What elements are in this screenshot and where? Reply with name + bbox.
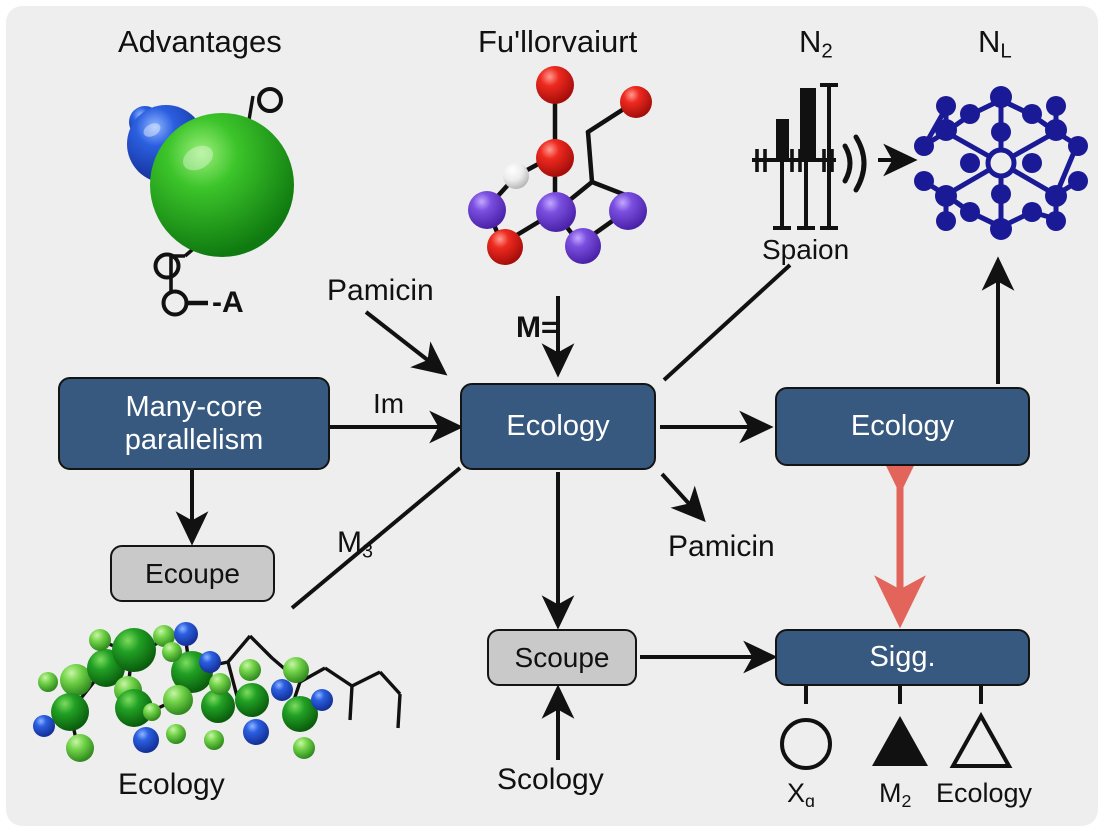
box-scoupe-label: Scoupe — [514, 641, 610, 673]
legend-label-0: Xɑ — [787, 780, 815, 811]
heading-n2: N2 — [799, 26, 833, 62]
edge-label-pamicin-right: Pamicin — [668, 530, 775, 563]
box-many-core-line2: parallelism — [124, 423, 264, 456]
heading-advantages: Advantages — [118, 24, 282, 59]
box-many-core-parallelism[interactable]: Many-core parallelism — [58, 377, 330, 470]
box-ecoupe-label: Ecoupe — [145, 557, 240, 589]
heading-fullorvaiurt: Fu'llorvaiurt — [478, 24, 638, 59]
box-sigg[interactable]: Sigg. — [775, 629, 1030, 686]
edge-label-m3: M3 — [337, 528, 373, 562]
legend-label-2: Ecology — [936, 778, 1033, 808]
edge-label-scology: Scology — [497, 763, 604, 796]
box-sigg-label: Sigg. — [869, 641, 936, 674]
box-ecoupe[interactable]: Ecoupe — [110, 545, 275, 602]
legend-label-0-sub: ɑ — [805, 790, 815, 811]
edge-label-m3-sub: 3 — [362, 540, 374, 563]
heading-nl-base: N — [978, 24, 1001, 59]
molecule-a-label: -A — [212, 286, 244, 319]
edge-label-im: Im — [373, 388, 405, 419]
spectrum-caption: Spaion — [762, 234, 850, 265]
heading-nl-sub: L — [1000, 39, 1012, 63]
box-ecology-middle-label: Ecology — [506, 410, 610, 443]
legend-label-1-base: M — [879, 778, 902, 808]
edge-label-m-eq: M= — [516, 311, 559, 344]
edge-label-m3-base: M — [337, 526, 362, 559]
box-ecology-right[interactable]: Ecology — [775, 387, 1030, 466]
heading-n2-sub: 2 — [821, 39, 833, 63]
molecule-ecology-label: Ecology — [118, 768, 225, 801]
legend-label-0-base: X — [787, 778, 806, 808]
box-many-core-line1: Many-core — [125, 391, 263, 424]
box-ecology-middle[interactable]: Ecology — [460, 383, 656, 470]
heading-nl: NL — [978, 26, 1012, 62]
box-many-core-label: Many-core parallelism — [125, 391, 264, 456]
box-ecology-right-label: Ecology — [850, 410, 955, 443]
heading-n2-base: N — [799, 24, 822, 59]
box-scoupe[interactable]: Scoupe — [487, 629, 637, 686]
edge-label-pamicin-top: Pamicin — [327, 274, 434, 307]
legend-label-1-sub: 2 — [901, 790, 912, 811]
legend-label-1: M2 — [879, 780, 911, 811]
